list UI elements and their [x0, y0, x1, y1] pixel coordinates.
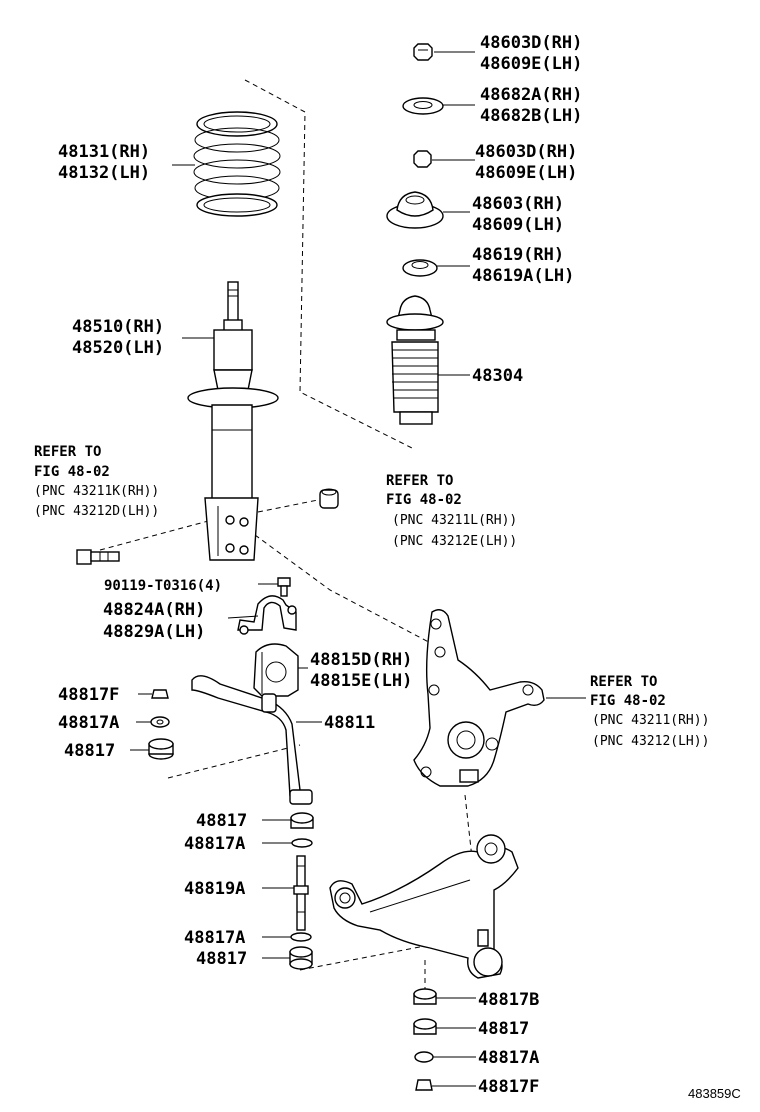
bushing-48817-right-icon [413, 1018, 437, 1035]
lower-control-arm-icon [329, 834, 519, 979]
label-48609-lh: 48609(LH) [472, 215, 564, 235]
label-48817a-left: 48817A [58, 713, 119, 733]
label-48603-rh: 48603(RH) [472, 194, 564, 214]
ref-right-line4: (PNC 43212(LH)) [592, 734, 709, 749]
label-48819a: 48819A [184, 879, 245, 899]
ref-left-line3: (PNC 43211K(RH)) [34, 484, 159, 499]
ref-left-line1: REFER TO [34, 444, 101, 460]
diagram-code: 483859C [688, 1086, 741, 1101]
bracket-48824a-icon [237, 595, 297, 635]
washer-48817a-mid2-icon [290, 932, 312, 942]
label-48817b-right: 48817B [478, 990, 539, 1010]
spring-seat-48619-icon [402, 259, 438, 277]
bumper-boot-48304-icon [386, 295, 444, 425]
bushing-48817b-right-icon [413, 988, 437, 1005]
label-90119: 90119-T0316(4) [104, 578, 222, 594]
label-48817-left: 48817 [64, 741, 115, 761]
label-48829a-lh: 48829A(LH) [103, 622, 205, 642]
washer-48817a-mid1-icon [291, 838, 313, 848]
label-48682b-lh: 48682B(LH) [480, 106, 582, 126]
label-48510-rh: 48510(RH) [72, 317, 164, 337]
label-48817-right: 48817 [478, 1019, 529, 1039]
label-48817-mid2: 48817 [196, 949, 247, 969]
label-48520-lh: 48520(LH) [72, 338, 164, 358]
stabilizer-bar-48811-icon [191, 675, 313, 805]
label-48603d-rh-second: 48603D(RH) [475, 142, 577, 162]
stabilizer-bushing-48815d-icon [253, 643, 299, 697]
stud-48819a-icon [293, 855, 309, 931]
strut-mount-48603-icon [386, 191, 444, 229]
nut-48817f-right-icon [415, 1079, 433, 1091]
label-48811: 48811 [324, 713, 375, 733]
bushing-48817-mid2-icon [289, 946, 313, 970]
label-48619-rh: 48619(RH) [472, 245, 564, 265]
bushing-48817-left-icon [148, 738, 174, 760]
label-48817a-right: 48817A [478, 1048, 539, 1068]
coil-spring-48131-icon [193, 111, 281, 217]
label-48817-mid1: 48817 [196, 811, 247, 831]
ref-middle-line4: (PNC 43212E(LH)) [392, 534, 517, 549]
bushing-icon [319, 488, 339, 509]
ref-right-line3: (PNC 43211(RH)) [592, 713, 709, 728]
label-48609e-lh-second: 48609E(LH) [475, 163, 577, 183]
label-48817a-mid1: 48817A [184, 834, 245, 854]
assembly-dashed-lines [99, 79, 481, 990]
label-48817f-right: 48817F [478, 1077, 539, 1097]
label-48603d-rh: 48603D(RH) [480, 33, 582, 53]
label-48817a-mid2: 48817A [184, 928, 245, 948]
ref-left-line2: FIG 48-02 [34, 464, 110, 480]
ref-right-line2: FIG 48-02 [590, 693, 666, 709]
ref-middle-line3: (PNC 43211L(RH)) [392, 513, 517, 528]
label-48609e-lh: 48609E(LH) [480, 54, 582, 74]
ref-middle-line1: REFER TO [386, 473, 453, 489]
ref-right-line1: REFER TO [590, 674, 657, 690]
nut-48603d-icon [413, 43, 433, 61]
nut-48817f-left-icon [151, 689, 169, 699]
nut-48603d-second-icon [413, 150, 432, 168]
ref-middle-line2: FIG 48-02 [386, 492, 462, 508]
label-48815d-rh: 48815D(RH) [310, 650, 412, 670]
bolt-90119-icon [277, 577, 291, 597]
label-48682a-rh: 48682A(RH) [480, 85, 582, 105]
label-48131-rh: 48131(RH) [58, 142, 150, 162]
label-48824a-rh: 48824A(RH) [103, 600, 205, 620]
washer-48817a-right-icon [414, 1051, 434, 1063]
washer-48817a-left-icon [150, 716, 170, 728]
steering-knuckle-icon [413, 609, 545, 787]
bushing-48817-mid1-icon [290, 812, 314, 829]
label-48817f-left: 48817F [58, 685, 119, 705]
ref-left-line4: (PNC 43212D(LH)) [34, 504, 159, 519]
label-48132-lh: 48132(LH) [58, 163, 150, 183]
shock-absorber-48510-icon [187, 281, 279, 561]
bolt-icon [76, 549, 120, 565]
label-48619a-lh: 48619A(LH) [472, 266, 574, 286]
bearing-48682a-icon [402, 97, 444, 115]
label-48304: 48304 [472, 366, 523, 386]
label-48815e-lh: 48815E(LH) [310, 671, 412, 691]
